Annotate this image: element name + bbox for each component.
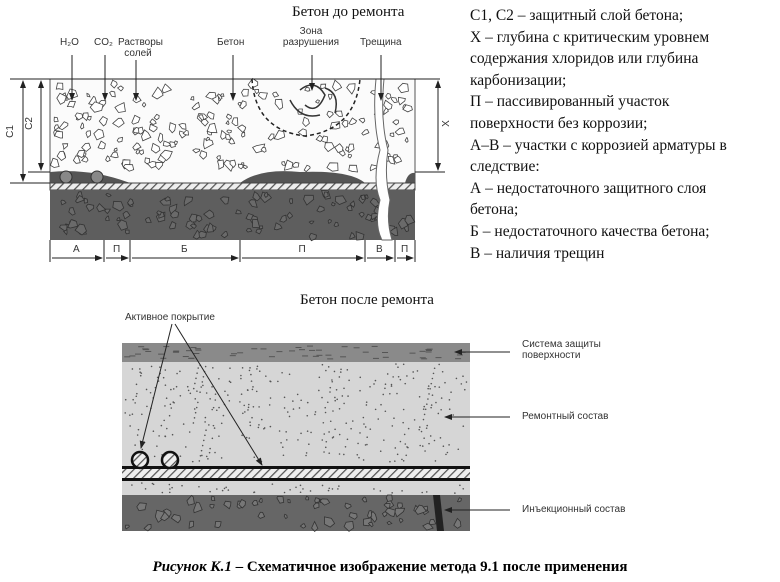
segment-label: П	[401, 244, 409, 255]
destruction-zone	[251, 78, 361, 137]
label-active-coating: Активное покрытие	[125, 312, 215, 323]
legend-line: Б – недостаточного качества бетона;	[470, 222, 710, 240]
legend-line: бетона;	[470, 201, 519, 219]
bottom-label-arrows	[139, 323, 510, 513]
legend-line: Х – глубина с критическим уровнем	[470, 28, 710, 46]
corrosion-zone-b	[240, 171, 365, 183]
figure-number: Рисунок К.1	[152, 559, 232, 575]
label-co2: CO₂	[94, 37, 113, 48]
rebar-section-icon	[59, 170, 73, 184]
old-concrete-base	[122, 495, 470, 531]
legend-line: карбонизации;	[470, 71, 567, 89]
label-crack: Трещина	[360, 37, 402, 48]
old-concrete-base	[50, 190, 415, 240]
label-concrete: Бетон	[217, 37, 245, 48]
label-c2: C2	[23, 117, 35, 130]
label-x: X	[440, 120, 452, 127]
top-diagram-title: Бетон до ремонта	[292, 4, 405, 20]
legend-line: С1, С2 – защитный слой бетона;	[470, 7, 684, 24]
legend: С1, С2 – защитный слой бетона; Х – глуби…	[470, 5, 775, 264]
segment-label: Б	[181, 244, 188, 255]
bottom-diagram-title: Бетон после ремонта	[300, 292, 434, 308]
label-injection-compound: Инъекционный состав	[522, 504, 626, 515]
rebar-section-icon	[160, 450, 180, 470]
rebar-section-icon	[90, 170, 104, 184]
label-h2o: H₂O	[60, 37, 79, 48]
injection-filled-crack	[433, 495, 444, 531]
concrete-before-repair	[49, 77, 416, 242]
legend-line: содержания хлоридов или глубина	[470, 50, 699, 68]
label-destruction-zone: Зона разрушения	[282, 26, 340, 48]
label-repair-compound: Ремонтный состав	[522, 411, 609, 422]
dimension-lines	[10, 78, 445, 262]
rebar-section-icon	[130, 450, 150, 470]
segment-label: П	[113, 244, 121, 255]
label-surface-protection: Система защиты поверхности	[522, 339, 601, 361]
legend-line: поверхности без коррозии;	[470, 114, 648, 132]
legend-line: следствие:	[470, 158, 540, 176]
figure-caption: Рисунок К.1 – Схематичное изображение ме…	[0, 559, 780, 576]
caption-text: – Схематичное изображение метода 9.1 пос…	[231, 559, 628, 575]
legend-line: А–В – участки с коррозией арматуры в	[470, 136, 727, 154]
segment-label: П	[298, 244, 306, 255]
reinforcement-bar	[49, 182, 416, 191]
label-c1: C1	[4, 125, 16, 138]
legend-line: А – недостаточного защитного слоя	[470, 179, 707, 197]
label-arrows	[69, 55, 384, 101]
legend-line: П – пассивированный участок	[470, 93, 670, 111]
segment-label: В	[376, 244, 383, 255]
legend-line: В – наличия трещин	[470, 244, 605, 262]
crack	[374, 78, 393, 241]
concrete-after-repair	[122, 343, 470, 532]
label-salts: Растворы солей	[118, 37, 163, 59]
segment-label: А	[73, 244, 80, 255]
